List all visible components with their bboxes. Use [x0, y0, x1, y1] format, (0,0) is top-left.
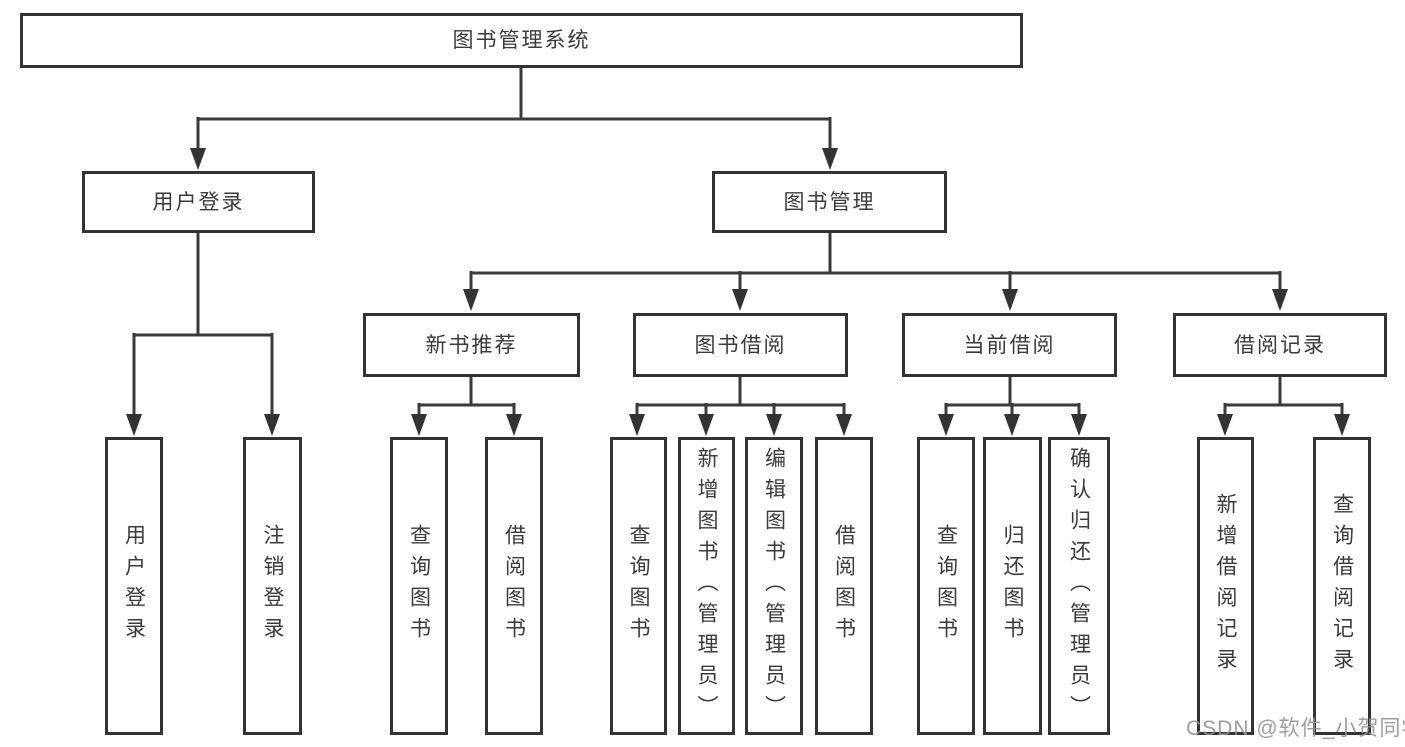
- node-label: 查询图书: [407, 524, 431, 648]
- node-label: 查询借阅记录: [1330, 493, 1354, 679]
- leaf-confirm-return-admin: 确认归还（管理员）: [1048, 437, 1110, 735]
- node-label: 编辑图书（管理员）: [762, 446, 786, 726]
- node-book-borrowing: 图书借阅: [633, 313, 848, 377]
- leaf-query-books-3: 查询图书: [917, 437, 975, 735]
- node-label: 确认归还（管理员）: [1067, 446, 1091, 726]
- node-label: 新增借阅记录: [1214, 493, 1237, 679]
- node-label: 新书推荐: [425, 333, 518, 357]
- node-label: 归还图书: [1001, 524, 1024, 648]
- node-label: 借阅记录: [1234, 333, 1326, 357]
- leaf-query-books-1: 查询图书: [390, 437, 448, 735]
- leaf-borrow-books-2: 借阅图书: [815, 437, 873, 735]
- node-label: 用户登录: [152, 190, 245, 214]
- node-label: 借阅图书: [832, 524, 856, 648]
- node-label: 图书管理系统: [452, 29, 591, 52]
- leaf-user-login: 用户登录: [105, 437, 163, 735]
- node-label: 注销登录: [261, 524, 284, 648]
- leaf-add-borrow-record: 新增借阅记录: [1197, 437, 1254, 735]
- node-book-management: 图书管理: [712, 171, 947, 233]
- node-label: 用户登录: [122, 524, 146, 648]
- node-label: 新增图书（管理员）: [695, 446, 718, 726]
- leaf-add-books-admin: 新增图书（管理员）: [678, 437, 735, 735]
- node-borrowing-records: 借阅记录: [1173, 313, 1387, 377]
- node-label: 图书管理: [783, 190, 876, 214]
- csdn-watermark: CSDN @软件_小贺同学: [1186, 717, 1405, 740]
- node-label: 当前借阅: [963, 333, 1056, 357]
- leaf-logout: 注销登录: [243, 437, 302, 735]
- leaf-edit-books-admin: 编辑图书（管理员）: [745, 437, 803, 735]
- leaf-query-books-2: 查询图书: [610, 437, 667, 735]
- leaf-borrow-books-1: 借阅图书: [485, 437, 543, 735]
- node-label: 图书借阅: [694, 333, 787, 357]
- leaf-query-borrow-record: 查询借阅记录: [1313, 437, 1371, 735]
- node-label: 查询图书: [627, 524, 650, 648]
- leaf-return-books: 归还图书: [983, 437, 1042, 735]
- node-label: 查询图书: [934, 524, 958, 648]
- node-user-login: 用户登录: [82, 171, 315, 233]
- arrowhead-icons: [126, 148, 1350, 436]
- node-new-book-recommend: 新书推荐: [363, 313, 580, 377]
- node-label: 借阅图书: [502, 524, 526, 648]
- node-current-borrowing: 当前借阅: [902, 313, 1117, 377]
- node-library-management-system: 图书管理系统: [20, 13, 1023, 68]
